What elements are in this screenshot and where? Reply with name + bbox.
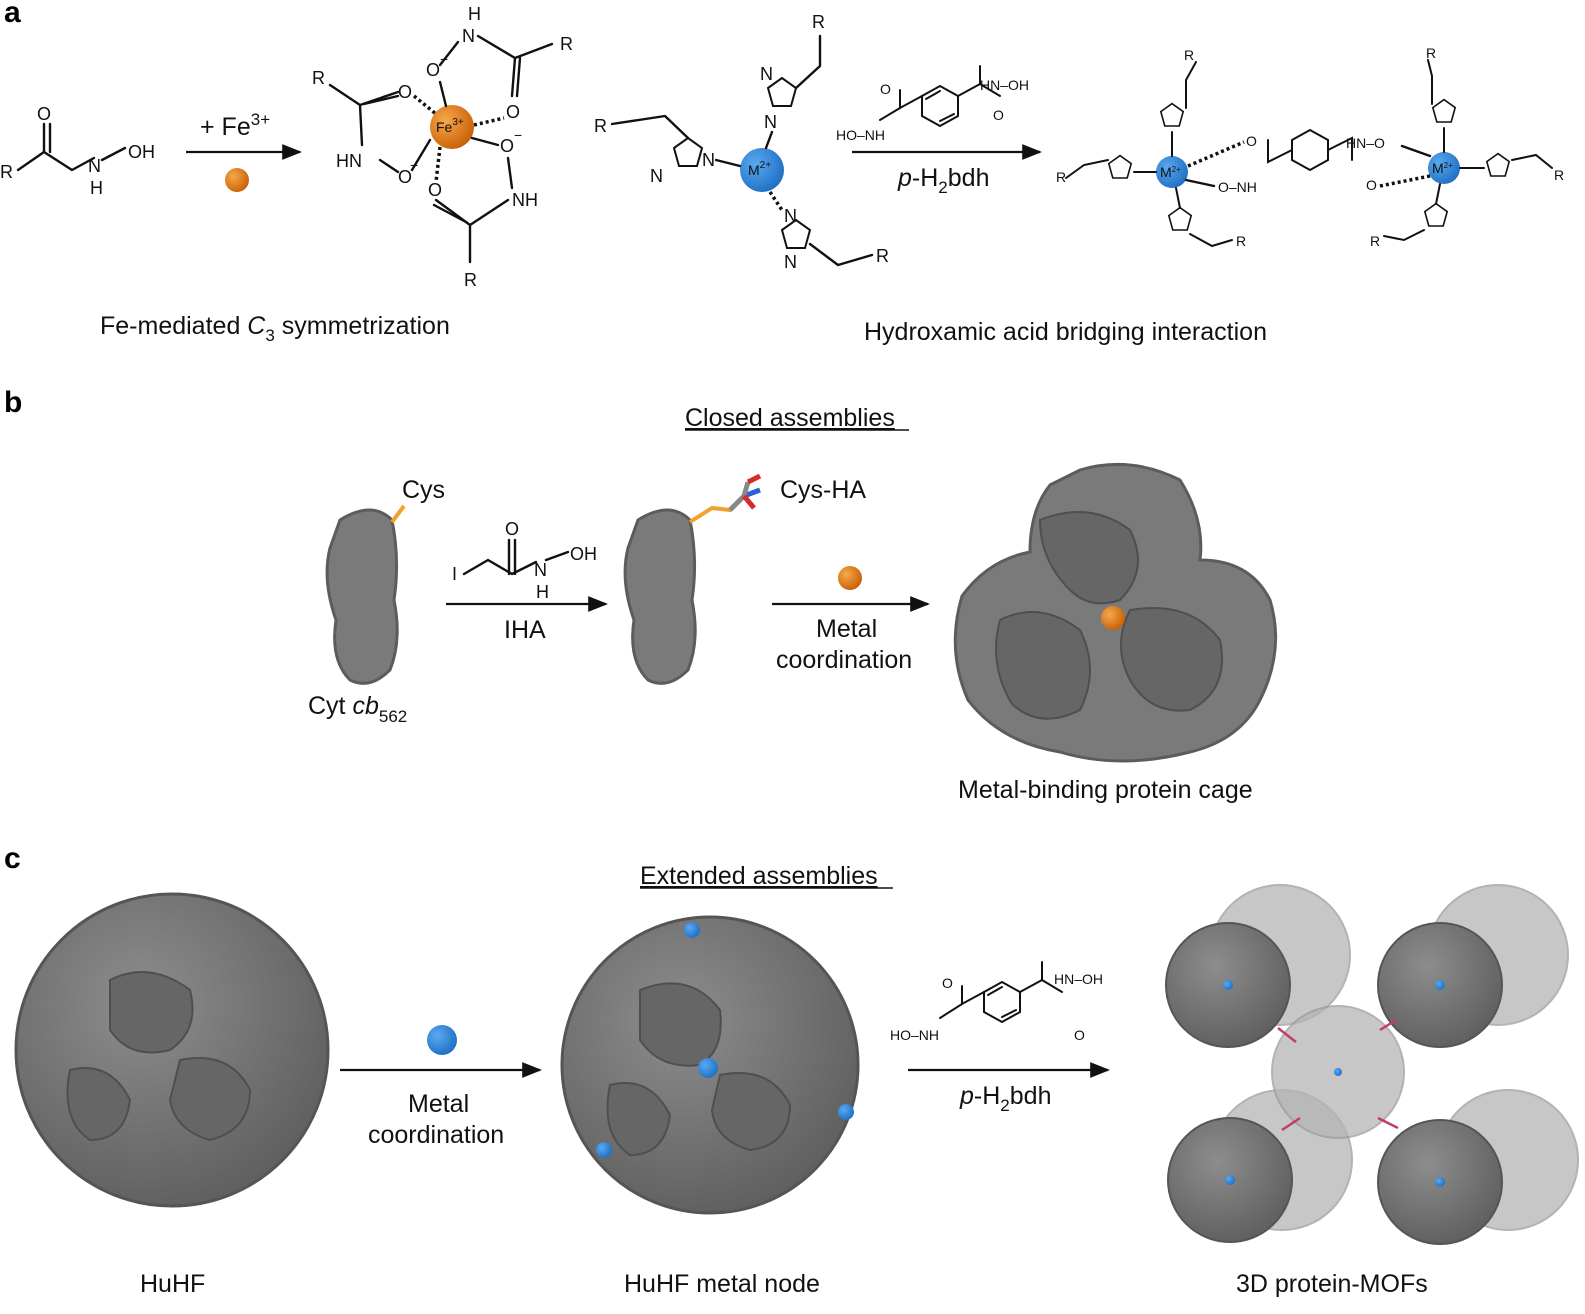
svg-text:OH: OH bbox=[570, 544, 597, 564]
svg-text:N: N bbox=[88, 156, 101, 176]
svg-text:N: N bbox=[462, 26, 475, 46]
protein-mof-lattice bbox=[1165, 884, 1579, 1245]
extended-assemblies-heading: Extended assemblies bbox=[640, 862, 878, 890]
bdh-linker-structure-c: O HO–NH HN–OH O bbox=[890, 961, 1103, 1043]
svg-text:N: N bbox=[702, 150, 715, 170]
svg-text:R: R bbox=[1184, 47, 1194, 63]
svg-text:Fe3+: Fe3+ bbox=[436, 117, 464, 135]
svg-text:O–NH: O–NH bbox=[1218, 179, 1257, 195]
svg-text:O: O bbox=[37, 104, 51, 124]
huhf-metal-node-label: HuHF metal node bbox=[624, 1270, 820, 1298]
svg-text:O: O bbox=[1366, 177, 1377, 193]
svg-text:R: R bbox=[594, 116, 607, 136]
panel-b-letter: b bbox=[4, 386, 22, 419]
svg-text:NH: NH bbox=[512, 190, 538, 210]
metal-binding-protein-cage bbox=[953, 462, 1278, 763]
hydroxamic-acid-structure: R O N H OH bbox=[0, 104, 155, 198]
svg-text:R: R bbox=[1236, 233, 1246, 249]
huhf-sphere bbox=[14, 892, 330, 1208]
svg-text:O: O bbox=[1074, 1027, 1085, 1043]
svg-text:N: N bbox=[784, 252, 797, 272]
fe-complex-structure: Fe3+ R O HN O − O − N H R O O − NH O R bbox=[312, 4, 573, 290]
svg-text:HN: HN bbox=[336, 151, 362, 171]
svg-text:N: N bbox=[534, 560, 547, 580]
fe-reagent-label: + Fe3+ bbox=[200, 110, 270, 141]
closed-assemblies-heading: Closed assemblies bbox=[685, 404, 895, 432]
svg-text:N: N bbox=[784, 206, 797, 226]
svg-text:R: R bbox=[312, 68, 325, 88]
coordination-label-c: coordination bbox=[368, 1121, 504, 1149]
svg-text:H: H bbox=[536, 582, 549, 602]
bdh-label-c: p-H2bdh bbox=[959, 1082, 1051, 1115]
iha-label: IHA bbox=[504, 616, 546, 644]
panel-c-letter: c bbox=[4, 842, 21, 875]
svg-text:I: I bbox=[452, 564, 457, 584]
svg-text:O: O bbox=[880, 81, 891, 97]
svg-text:R: R bbox=[812, 12, 825, 32]
metal-label-b: Metal bbox=[816, 615, 877, 643]
svg-text:HN–OH: HN–OH bbox=[1054, 971, 1103, 987]
svg-text:R: R bbox=[876, 246, 889, 266]
coordination-label-b: coordination bbox=[776, 646, 912, 674]
svg-text:H: H bbox=[468, 4, 481, 24]
svg-text:O: O bbox=[505, 519, 519, 539]
cyt-label: Cyt cb562 bbox=[308, 692, 407, 726]
svg-text:O: O bbox=[1246, 133, 1257, 149]
svg-text:O: O bbox=[993, 107, 1004, 123]
svg-text:HN–OH: HN–OH bbox=[980, 77, 1029, 93]
svg-text:M2+: M2+ bbox=[1160, 164, 1181, 180]
cage-label: Metal-binding protein cage bbox=[958, 776, 1253, 804]
svg-text:O: O bbox=[428, 180, 442, 200]
svg-text:O: O bbox=[398, 82, 412, 102]
svg-text:HO–NH: HO–NH bbox=[890, 1027, 939, 1043]
huhf-metal-node-sphere bbox=[560, 915, 860, 1215]
svg-text:M2+: M2+ bbox=[748, 160, 771, 178]
bridged-dimer-structure: M2+ M2+ R R R R R R O O–NH HN–O O bbox=[1056, 45, 1564, 249]
iha-structure: I O N H OH bbox=[452, 519, 597, 602]
svg-text:O: O bbox=[942, 975, 953, 991]
svg-text:N: N bbox=[760, 64, 773, 84]
svg-text:O: O bbox=[426, 60, 440, 80]
metal-imidazole-complex: M2+ N N R N N R N N R bbox=[594, 12, 889, 272]
cyt-cb562-ha-monomer bbox=[623, 473, 762, 685]
svg-text:R: R bbox=[1370, 233, 1380, 249]
svg-text:−: − bbox=[514, 127, 522, 143]
svg-text:O: O bbox=[398, 167, 412, 187]
svg-text:R: R bbox=[560, 34, 573, 54]
svg-text:HO–NH: HO–NH bbox=[836, 127, 885, 143]
svg-text:H: H bbox=[90, 178, 103, 198]
bdh-linker-structure-a: O HO–NH HN–OH O bbox=[836, 65, 1029, 143]
svg-text:R: R bbox=[1554, 167, 1564, 183]
svg-text:O: O bbox=[500, 136, 514, 156]
svg-text:R: R bbox=[1426, 45, 1436, 61]
huhf-label: HuHF bbox=[140, 1270, 205, 1298]
fe-ion-sphere bbox=[225, 168, 249, 192]
cys-ha-label: Cys-HA bbox=[780, 476, 866, 504]
svg-text:R: R bbox=[0, 162, 13, 182]
svg-text:OH: OH bbox=[128, 142, 155, 162]
svg-text:O: O bbox=[506, 102, 520, 122]
cyt-cb562-monomer bbox=[325, 504, 406, 685]
fe-symmetrization-caption: Fe-mediated C3 symmetrization bbox=[100, 312, 450, 345]
bdh-label-a: p-H2bdh bbox=[897, 164, 989, 197]
metal-label-c: Metal bbox=[408, 1090, 469, 1118]
svg-text:N: N bbox=[650, 166, 663, 186]
cys-label: Cys bbox=[402, 476, 445, 504]
bridging-interaction-caption: Hydroxamic acid bridging interaction bbox=[864, 318, 1267, 346]
svg-text:R: R bbox=[464, 270, 477, 290]
svg-text:R: R bbox=[1056, 169, 1066, 185]
svg-text:HN–O: HN–O bbox=[1346, 135, 1385, 151]
fe-ion-sphere-b bbox=[838, 566, 862, 590]
svg-text:N: N bbox=[764, 112, 777, 132]
svg-text:M2+: M2+ bbox=[1432, 160, 1453, 176]
metal-ion-sphere-c bbox=[427, 1025, 457, 1055]
panel-a-letter: a bbox=[4, 0, 21, 29]
mofs-label: 3D protein-MOFs bbox=[1236, 1270, 1428, 1298]
